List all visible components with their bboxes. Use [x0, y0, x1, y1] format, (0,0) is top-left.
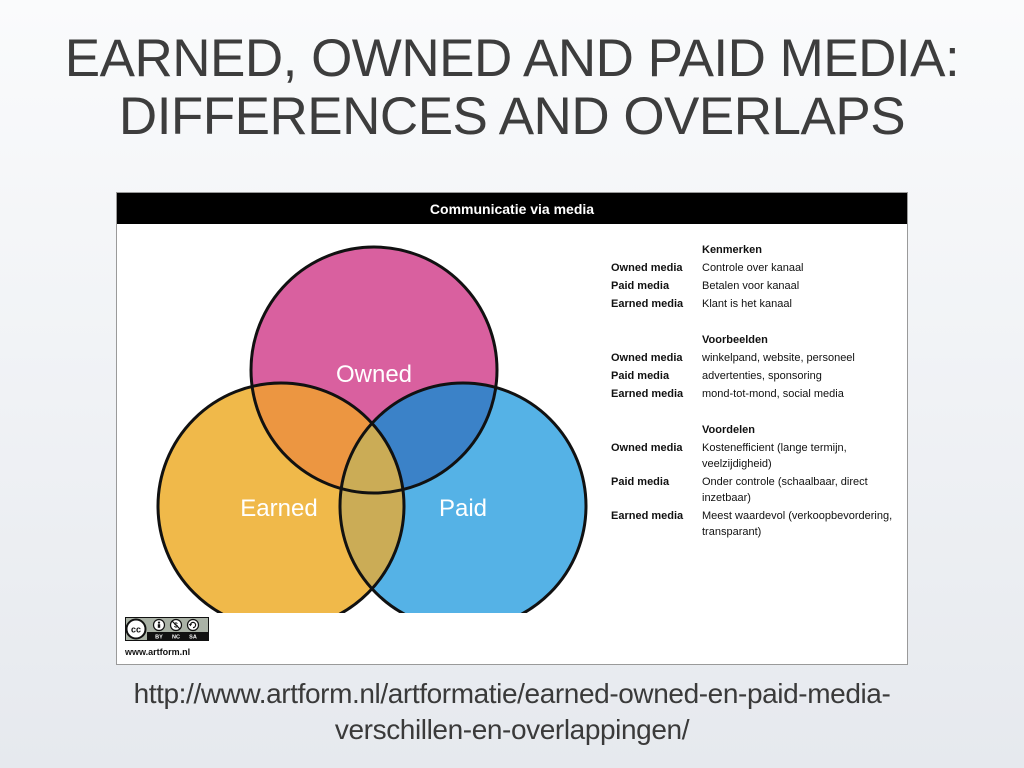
sa-label: SA [189, 635, 197, 641]
venn-diagram-figure: Communicatie via media Owned Earned Paid… [116, 192, 908, 665]
owned-label: Owned [336, 361, 412, 388]
legend-key: Earned media [611, 388, 684, 400]
legend-row: Paid media Onder controle (schaalbaar, d… [611, 473, 907, 507]
legend-row: Earned media mond-tot-mond, social media [611, 385, 907, 403]
paid-circle-outline [338, 381, 588, 613]
legend: Kenmerken Owned media Controle over kana… [611, 241, 907, 559]
legend-value: mond-tot-mond, social media [702, 388, 844, 400]
legend-value: Onder controle (schaalbaar, direct inzet… [702, 476, 868, 504]
legend-section-kenmerken: Kenmerken Owned media Controle over kana… [611, 241, 907, 313]
legend-row: Earned media Meest waardevol (verkoopbev… [611, 507, 907, 541]
legend-section-voordelen: Voordelen Owned media Kostenefficient (l… [611, 421, 907, 541]
slide-title-line-2: DIFFERENCES AND OVERLAPS [118, 87, 906, 146]
legend-row: Owned media Kostenefficient (lange termi… [611, 439, 907, 473]
legend-key: Paid media [611, 280, 670, 292]
source-url[interactable]: http://www.artform.nl/artformatie/earned… [0, 676, 1024, 748]
legend-key: Owned media [611, 262, 683, 274]
legend-value: Controle over kanaal [702, 262, 804, 274]
venn-diagram: Owned Earned Paid [156, 245, 588, 613]
legend-key: Earned media [611, 510, 684, 522]
legend-heading: Voordelen [702, 424, 755, 436]
earned-label: Earned [240, 495, 317, 522]
by-label: BY [155, 635, 163, 641]
overlap-owned-paid [340, 383, 497, 493]
legend-value: winkelpand, website, personeel [702, 352, 855, 364]
legend-value: Klant is het kanaal [702, 298, 792, 310]
paid-label: Paid [439, 495, 487, 522]
sa-icon [186, 618, 200, 632]
source-url-line-2[interactable]: verschillen-en-overlappingen/ [334, 714, 690, 745]
figure-header: Communicatie via media [117, 193, 907, 224]
legend-row: Owned media Controle over kanaal [611, 259, 907, 277]
legend-key: Paid media [611, 370, 670, 382]
site-watermark: www.artform.nl [125, 647, 191, 657]
source-url-line-1[interactable]: http://www.artform.nl/artformatie/earned… [133, 678, 891, 709]
nc-label: NC [172, 635, 180, 641]
legend-value: Betalen voor kanaal [702, 280, 800, 292]
overlap-owned-earned [251, 383, 404, 493]
owned-circle-outline [249, 245, 499, 495]
legend-row: Paid media Betalen voor kanaal [611, 277, 907, 295]
legend-key: Earned media [611, 298, 684, 310]
earned-circle-outline [156, 381, 406, 613]
cc-icon [125, 618, 147, 640]
cc-icon-label: cc [131, 625, 141, 635]
legend-heading: Kenmerken [702, 244, 762, 256]
legend-section-voorbeelden: Voorbeelden Owned media winkelpand, webs… [611, 331, 907, 403]
slide-title-line-1: EARNED, OWNED AND PAID MEDIA: [64, 29, 960, 88]
legend-key: Owned media [611, 352, 683, 364]
legend-value: Meest waardevol (verkoopbevordering, tra… [702, 510, 893, 538]
legend-key: Paid media [611, 476, 670, 488]
legend-value: advertenties, sponsoring [702, 370, 822, 382]
legend-row: Owned media winkelpand, website, persone… [611, 349, 907, 367]
legend-row: Earned media Klant is het kanaal [611, 295, 907, 313]
svg-text:$: $ [174, 623, 178, 630]
slide-title: EARNED, OWNED AND PAID MEDIA: DIFFERENCE… [0, 30, 1024, 146]
legend-heading: Voorbeelden [702, 334, 768, 346]
legend-value: Kostenefficient (lange termijn, veelzijd… [702, 442, 847, 470]
legend-row: Paid media advertenties, sponsoring [611, 367, 907, 385]
legend-key: Owned media [611, 442, 683, 454]
creative-commons-badge: cc $ BY NC SA [125, 617, 209, 641]
